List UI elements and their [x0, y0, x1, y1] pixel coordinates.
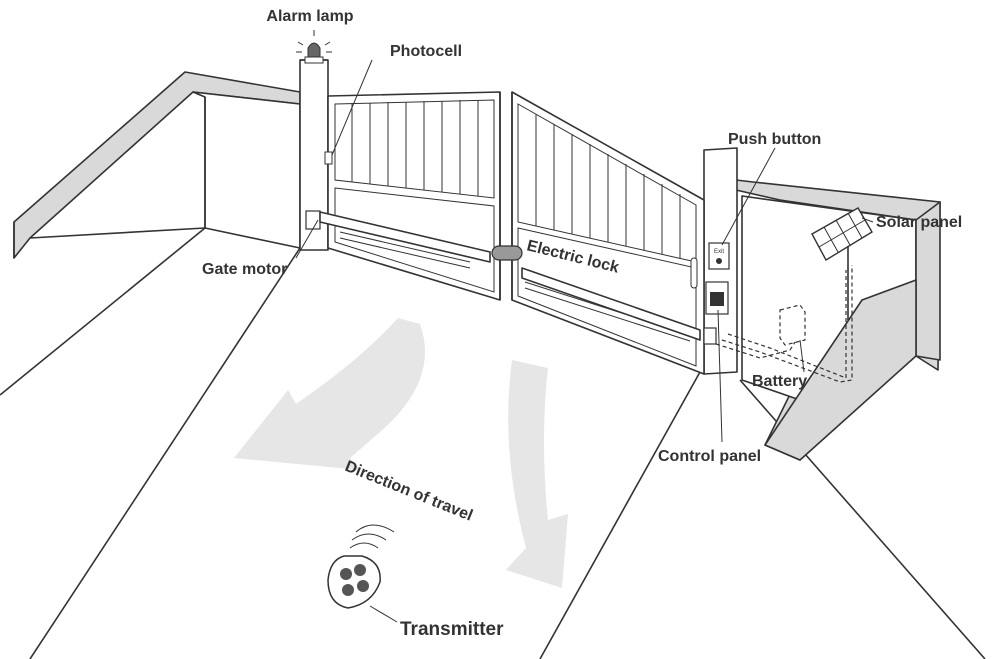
left-wall: [13, 71, 301, 259]
label-control-panel: Control panel: [658, 448, 761, 465]
battery-device: [779, 304, 806, 346]
push-button-device: Exit: [708, 242, 730, 270]
electric-lock-device: [491, 245, 523, 261]
label-gate-motor: Gate motor: [202, 261, 287, 278]
control-panel-device: [705, 281, 729, 315]
label-push-button: Push button: [728, 131, 821, 148]
wiring: [715, 265, 853, 383]
direction-arrows: [234, 318, 568, 588]
right-wall: [735, 179, 941, 461]
gate-motor-right: [521, 267, 717, 345]
leader-lines: [295, 59, 874, 623]
gate-motor-left: [305, 210, 491, 263]
label-photocell: Photocell: [390, 43, 462, 60]
label-transmitter: Transmitter: [400, 619, 504, 640]
gate-left-leaf: [327, 91, 501, 301]
label-alarm-lamp: Alarm lamp: [266, 8, 353, 25]
photocell-icon: [324, 151, 698, 289]
label-battery: Battery: [752, 373, 807, 390]
transmitter-icon: [327, 524, 395, 609]
exit-label: Exit: [714, 249, 724, 255]
label-direction-of-travel: Direction of travel: [343, 458, 475, 525]
alarm-lamp-icon: [296, 30, 332, 64]
gate-right-leaf: [511, 91, 705, 375]
label-solar-panel: Solar panel: [876, 214, 962, 231]
solar-panel-device: [811, 207, 873, 320]
